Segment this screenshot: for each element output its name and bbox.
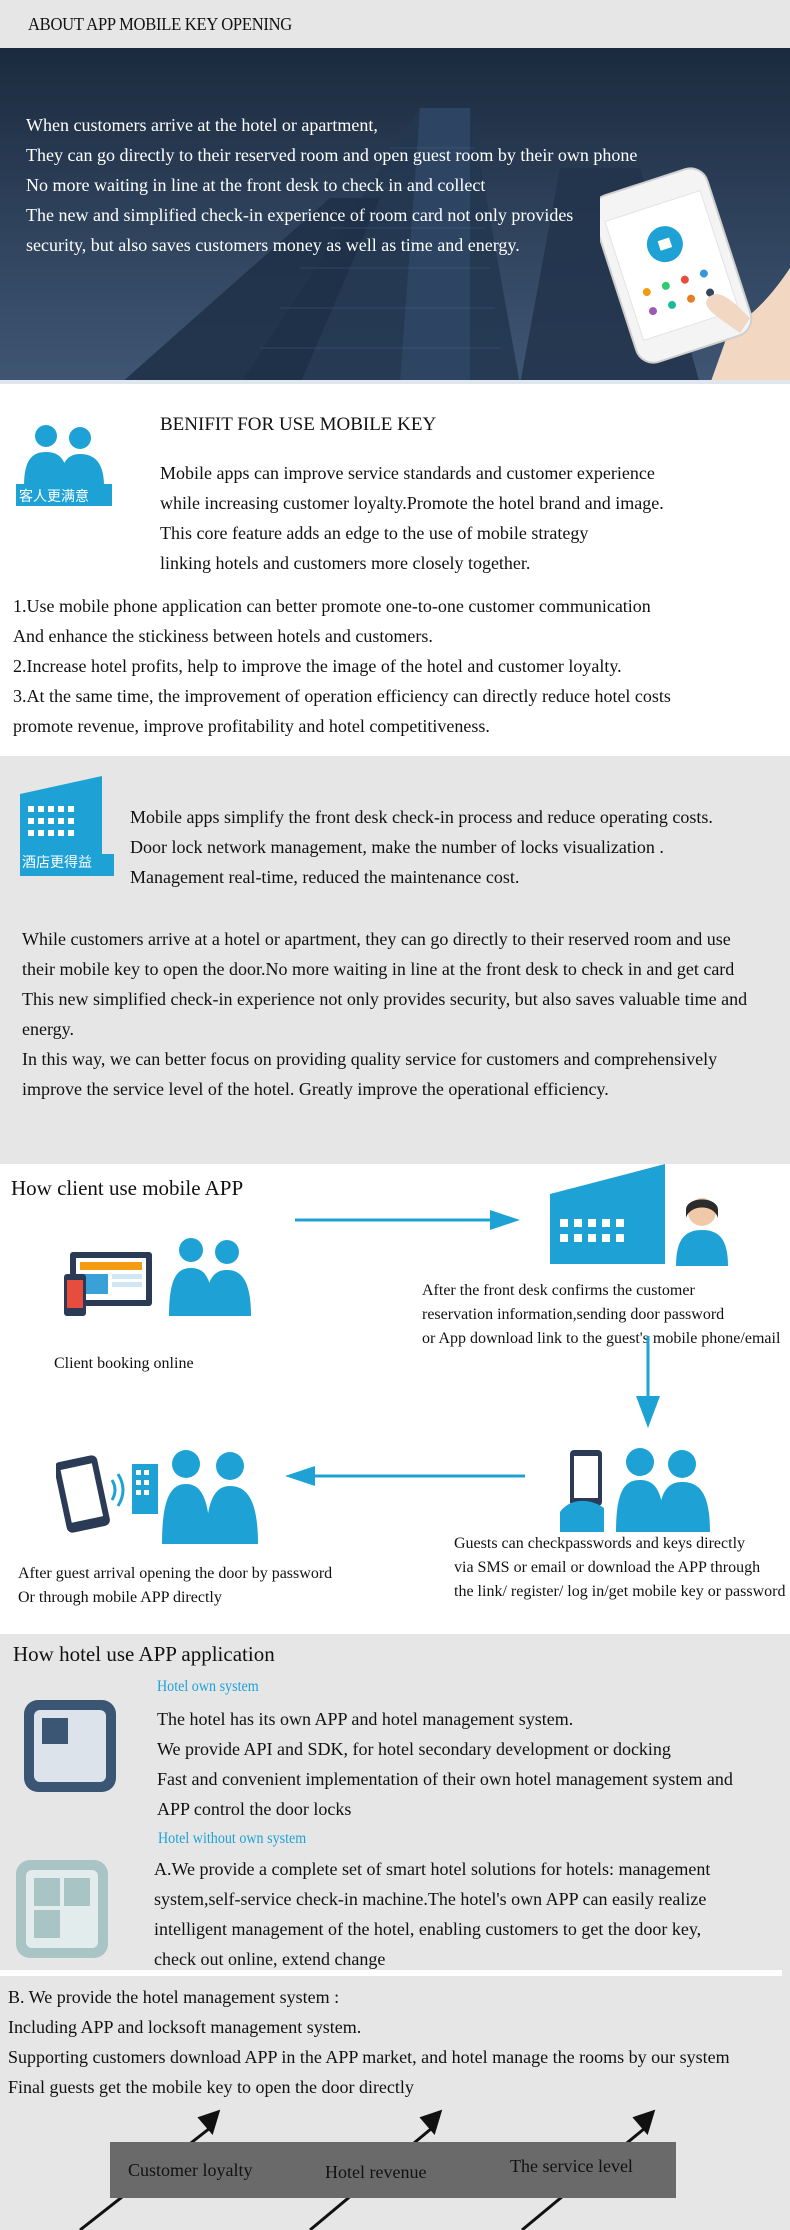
text-line: APP control the door locks (157, 1799, 352, 1819)
text-line: In this way, we can better focus on prov… (22, 1049, 718, 1069)
arrow-right-icon (295, 1210, 520, 1230)
text-line: linking hotels and customers more closel… (160, 553, 531, 573)
hotel-building-icon (20, 776, 114, 876)
text-line: 2.Increase hotel profits, help to improv… (13, 656, 622, 676)
hero-line: No more waiting in line at the front des… (26, 175, 486, 195)
text-line: check out online, extend change (154, 1949, 386, 1969)
own-system-app-icon (24, 1700, 116, 1792)
text-line: energy. (22, 1019, 74, 1039)
text-line: And enhance the stickiness between hotel… (13, 626, 433, 646)
door-lock-opening-icon (56, 1450, 258, 1544)
hero-banner: When customers arrive at the hotel or ap… (0, 48, 790, 384)
text-line: Supporting customers download APP in the… (8, 2047, 730, 2067)
without-system-label: Hotel without own system (158, 1830, 307, 1847)
hero-text: When customers arrive at the hotel or ap… (26, 110, 637, 260)
text-line: Final guests get the mobile key to open … (8, 2077, 414, 2097)
text-line: or App download link to the guest's mobi… (422, 1330, 781, 1347)
client-flow-section: How client use mobile APP Client booking… (0, 1164, 790, 1634)
text-line: The hotel has its own APP and hotel mana… (157, 1709, 574, 1729)
arrow-left-icon (285, 1466, 525, 1486)
text-line: B. We provide the hotel management syste… (8, 1987, 340, 2007)
header-bar: ABOUT APP MOBILE KEY OPENING (0, 0, 790, 48)
text-line: This core feature adds an edge to the us… (160, 523, 589, 543)
text-line: intelligent management of the hotel, ena… (154, 1919, 702, 1939)
laptop-booking-icon (64, 1252, 152, 1316)
cost-intro: Mobile apps simplify the front desk chec… (130, 802, 713, 892)
without-system-app-icon (16, 1860, 108, 1958)
outcome-hotel-revenue: Hotel revenue (325, 2162, 427, 2182)
text-line: Mobile apps can improve service standard… (160, 463, 655, 483)
hero-line: When customers arrive at the hotel or ap… (26, 115, 378, 135)
text-line: After the front desk confirms the custom… (422, 1282, 695, 1299)
text-line: system,self-service check-in machine.The… (154, 1889, 707, 1909)
text-line: 3.At the same time, the improvement of o… (13, 686, 671, 706)
front-desk-hotel-icon (550, 1164, 665, 1264)
step-confirm-caption: After the front desk confirms the custom… (422, 1279, 780, 1351)
satisfaction-badge: 客人更满意 (19, 489, 89, 505)
hotel-app-section: How hotel use APP application Hotel own … (0, 1634, 790, 2230)
text-line: via SMS or email or download the APP thr… (454, 1559, 761, 1576)
text-line: while increasing customer loyalty.Promot… (160, 493, 664, 513)
text-line: reservation information,sending door pas… (422, 1306, 725, 1323)
receptionist-icon (676, 1198, 728, 1266)
page-title: ABOUT APP MOBILE KEY OPENING (28, 14, 292, 34)
option-b-text: B. We provide the hotel management syste… (8, 1982, 730, 2102)
text-line: Guests can checkpasswords and keys direc… (454, 1535, 746, 1552)
hotel-app-title: How hotel use APP application (13, 1642, 275, 1666)
text-line: the link/ register/ log in/get mobile ke… (454, 1583, 786, 1600)
text-line: We provide API and SDK, for hotel second… (157, 1739, 671, 1759)
text-line: Management real-time, reduced the mainte… (130, 867, 520, 887)
text-line: 1.Use mobile phone application can bette… (13, 596, 651, 616)
step-open-door-caption: After guest arrival opening the door by … (18, 1562, 332, 1610)
text-line: While customers arrive at a hotel or apa… (22, 929, 731, 949)
text-line: Including APP and locksoft management sy… (8, 2017, 362, 2037)
own-system-text: The hotel has its own APP and hotel mana… (157, 1704, 733, 1824)
divider (0, 1970, 782, 1976)
divider (0, 380, 790, 384)
without-system-text: A.We provide a complete set of smart hot… (154, 1854, 710, 1974)
text-line: This new simplified check-in experience … (22, 989, 748, 1009)
outcomes-bar (110, 2142, 676, 2198)
customers-icon (169, 1238, 251, 1316)
text-line: Or through mobile APP directly (18, 1589, 222, 1606)
hero-line: The new and simplified check-in experien… (26, 205, 574, 225)
outcome-service-level: The service level (510, 2156, 633, 2176)
text-line: their mobile key to open the door.No mor… (22, 959, 735, 979)
step-booking-caption: Client booking online (54, 1355, 194, 1372)
text-line: A.We provide a complete set of smart hot… (154, 1859, 711, 1879)
cost-section: 酒店更得益 Mobile apps simplify the front des… (0, 756, 790, 1164)
benefit-points: 1.Use mobile phone application can bette… (13, 591, 671, 741)
arrow-down-icon (636, 1336, 660, 1428)
cost-body: While customers arrive at a hotel or apa… (22, 924, 782, 1104)
client-flow-title: How client use mobile APP (11, 1176, 244, 1200)
phone-guests-icon (560, 1448, 710, 1532)
benefit-title: BENIFIT FOR USE MOBILE KEY (160, 414, 437, 435)
step-guest-caption: Guests can checkpasswords and keys direc… (454, 1532, 786, 1604)
text-line: Door lock network management, make the n… (130, 837, 664, 857)
benefit-intro: Mobile apps can improve service standard… (160, 458, 664, 578)
two-people-icon (16, 425, 112, 506)
benefit-badge: 酒店更得益 (22, 855, 92, 871)
text-line: After guest arrival opening the door by … (18, 1565, 333, 1582)
text-line: improve the service level of the hotel. … (22, 1079, 609, 1099)
text-line: Mobile apps simplify the front desk chec… (130, 807, 713, 827)
hero-line: security, but also saves customers money… (26, 235, 520, 255)
outcome-customer-loyalty: Customer loyalty (128, 2160, 253, 2180)
hero-line: They can go directly to their reserved r… (26, 145, 638, 165)
phone-in-hand-image (600, 167, 790, 384)
benefit-section: 客人更满意 BENIFIT FOR USE MOBILE KEY Mobile … (0, 386, 790, 756)
text-line: Fast and convenient implementation of th… (157, 1769, 733, 1789)
own-system-label: Hotel own system (157, 1678, 259, 1695)
text-line: promote revenue, improve profitability a… (13, 716, 490, 736)
